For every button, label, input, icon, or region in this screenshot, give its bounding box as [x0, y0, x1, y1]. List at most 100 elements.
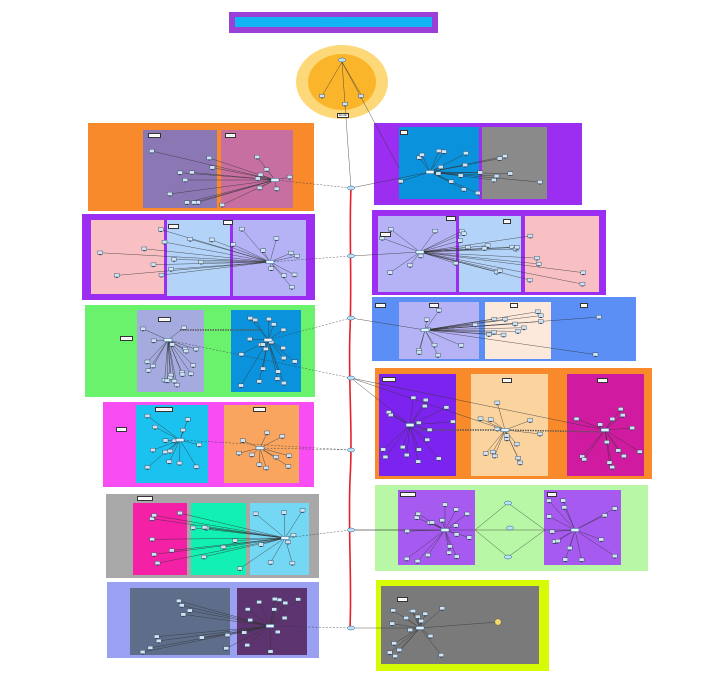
- pc-icon: [281, 616, 288, 621]
- router-icon: [347, 185, 355, 191]
- pc-icon: [295, 597, 301, 602]
- pc-icon: [177, 170, 183, 176]
- pc-icon: [503, 433, 510, 438]
- pc-icon: [388, 227, 394, 232]
- network-link: [421, 154, 431, 173]
- pc-icon: [149, 149, 155, 154]
- network-link: [424, 323, 516, 331]
- pc-icon: [220, 545, 227, 550]
- network-link: [350, 251, 421, 257]
- pc-icon: [162, 450, 169, 455]
- pc-icon: [452, 261, 459, 266]
- zone-j-1: [398, 490, 475, 565]
- network-link: [429, 150, 440, 173]
- pc-icon: [267, 560, 274, 565]
- zone-c-1: [91, 220, 164, 294]
- label-building-g2: · · · · · ·: [253, 407, 266, 412]
- pc-icon: [273, 186, 280, 192]
- label-building-h3: · · · · ·: [597, 378, 609, 383]
- network-link: [267, 339, 285, 384]
- pc-icon: [249, 452, 255, 458]
- network-link: [259, 447, 290, 456]
- network-link: [419, 247, 468, 253]
- router-icon: [338, 57, 346, 63]
- network-link: [223, 537, 286, 548]
- network-link: [504, 429, 606, 433]
- pc-icon: [403, 556, 410, 562]
- label-building-j2: · · · ·: [547, 492, 557, 497]
- pc-icon: [247, 316, 254, 321]
- pc-icon: [196, 442, 202, 448]
- pc-icon: [546, 498, 552, 504]
- pc-icon: [286, 453, 292, 459]
- pc-icon: [151, 552, 157, 557]
- switch-icon: [263, 338, 273, 342]
- pc-icon: [387, 650, 393, 655]
- pc-icon: [621, 454, 627, 459]
- pc-icon: [615, 448, 621, 453]
- network-link: [269, 261, 295, 275]
- pc-icon: [150, 262, 157, 268]
- network-link: [419, 235, 531, 253]
- pc-icon: [275, 630, 281, 635]
- pc-icon: [538, 313, 544, 318]
- pc-icon: [549, 529, 555, 535]
- pc-icon: [537, 180, 543, 185]
- network-link: [167, 339, 171, 378]
- pc-icon: [176, 598, 182, 604]
- pc-icon: [491, 330, 497, 335]
- router-icon: [347, 527, 355, 533]
- pc-icon: [282, 601, 289, 606]
- label-building-g0: · · · · ·: [116, 427, 128, 432]
- label-building-k1: · · · · ·: [397, 597, 409, 602]
- label-building-d1: · · · · ·: [380, 232, 392, 237]
- pc-icon: [206, 155, 212, 161]
- network-link: [419, 251, 500, 271]
- server-icon: [494, 618, 502, 626]
- network-link: [190, 238, 271, 263]
- pc-icon: [477, 170, 483, 175]
- pc-icon: [515, 329, 521, 334]
- pc-icon: [562, 557, 569, 563]
- switch-icon: [255, 446, 265, 450]
- pc-icon: [240, 438, 246, 444]
- network-link: [409, 406, 426, 426]
- zone-h-2: [471, 374, 548, 476]
- zone-a-right: [221, 130, 293, 208]
- pc-icon: [257, 172, 264, 178]
- router-icon: [347, 315, 355, 321]
- zone-b-right: [482, 127, 547, 199]
- pc-icon: [168, 267, 174, 272]
- switch-icon: [425, 170, 435, 174]
- network-link: [419, 230, 436, 253]
- pc-icon: [507, 171, 514, 176]
- pc-icon: [435, 171, 442, 176]
- pc-icon: [291, 272, 298, 278]
- pc-icon: [466, 535, 473, 540]
- pc-icon: [527, 233, 534, 239]
- pc-icon: [267, 649, 274, 654]
- pc-icon: [491, 317, 498, 322]
- network-link: [259, 447, 267, 468]
- pc-icon: [254, 154, 260, 160]
- network-link: [258, 602, 271, 627]
- switch-icon: [265, 624, 275, 628]
- pc-icon: [512, 321, 518, 327]
- network-link: [241, 228, 271, 263]
- pc-icon: [285, 540, 291, 545]
- pc-icon: [114, 273, 120, 278]
- pc-icon: [481, 246, 488, 251]
- network-link: [152, 537, 286, 540]
- pc-icon: [415, 614, 421, 620]
- pc-icon: [417, 253, 424, 259]
- pc-icon: [319, 93, 325, 99]
- network-link: [154, 515, 286, 539]
- network-link: [604, 415, 623, 431]
- network-link: [274, 179, 352, 189]
- network-link: [394, 627, 421, 644]
- pc-icon: [579, 282, 586, 287]
- pc-icon: [592, 352, 599, 357]
- pc-icon: [252, 318, 258, 323]
- network-link: [402, 424, 411, 448]
- zone-j-2: [544, 490, 621, 565]
